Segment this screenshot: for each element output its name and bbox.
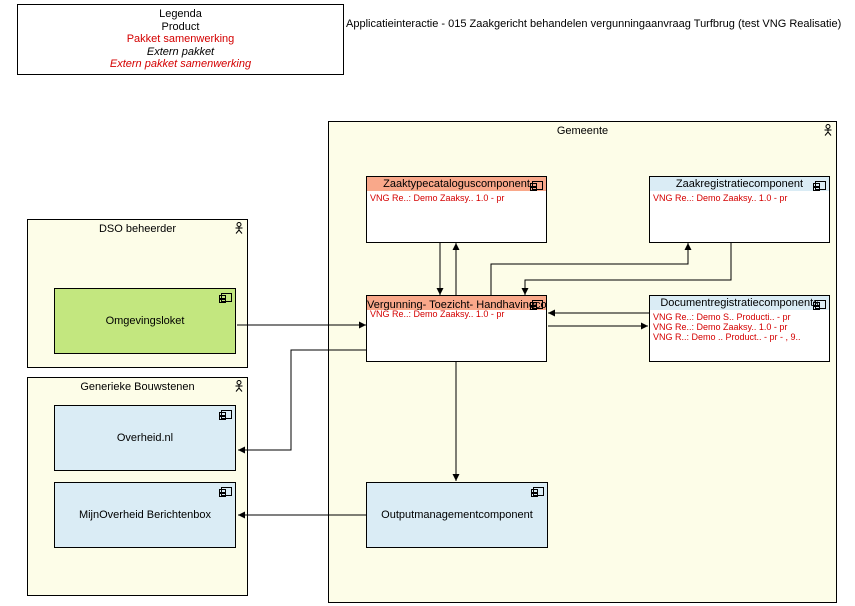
component-outputmanagement[interactable]: Outputmanagementcomponent <box>366 482 548 548</box>
edge-vth-to-zrc <box>490 243 692 295</box>
actor-icon <box>235 222 243 234</box>
component-icon <box>219 410 232 420</box>
component-icon <box>813 181 826 191</box>
actor-icon <box>235 380 243 392</box>
component-zaaktypecatalogus[interactable]: Zaaktypecataloguscomponent VNG Re..: Dem… <box>366 176 547 243</box>
component-vergunning-toezicht-handhaving[interactable]: Vergunning- Toezicht- Handhavingcomponen… <box>366 295 547 362</box>
legend-title: Legenda <box>159 8 202 20</box>
component-title: Outputmanagementcomponent <box>381 509 533 521</box>
legend: Legenda Product Pakket samenwerking Exte… <box>17 4 344 75</box>
component-mijnoverheid-berichtenbox[interactable]: MijnOverheid Berichtenbox <box>54 482 236 548</box>
group-label: Generieke Bouwstenen <box>80 381 195 393</box>
component-icon <box>219 293 232 303</box>
legend-extern-pakket-samenwerking: Extern pakket samenwerking <box>109 58 252 71</box>
group-label: Gemeente <box>556 125 609 137</box>
component-title: MijnOverheid Berichtenbox <box>78 509 212 521</box>
component-icon <box>530 181 543 191</box>
legend-extern-pakket: Extern pakket <box>146 45 215 58</box>
component-title: Omgevingsloket <box>105 315 185 327</box>
component-line: VNG Re..: Demo Zaaksy.. 1.0 - pr <box>370 193 505 203</box>
component-line: VNG Re..: Demo Zaaksy.. 1.0 - pr <box>370 309 505 319</box>
legend-product: Product <box>161 20 200 33</box>
edge-vth-to-overheid <box>238 349 366 454</box>
component-line: VNG Re..: Demo S.. Producti.. - pr <box>653 312 791 322</box>
component-line: VNG R..: Demo .. Product.. - pr - , 9.. <box>653 332 801 342</box>
component-title: Zaaktypecataloguscomponent <box>367 177 546 191</box>
component-icon <box>531 487 544 497</box>
component-title: Zaakregistratiecomponent <box>650 177 829 191</box>
component-omgevingsloket[interactable]: Omgevingsloket <box>54 288 236 354</box>
component-icon <box>813 300 826 310</box>
component-title: Vergunning- Toezicht- Handhavingcomponen… <box>367 296 546 310</box>
diagram-title: Applicatieinteractie - 015 Zaakgericht b… <box>346 18 842 30</box>
edge-zrc-to-vth <box>521 243 732 295</box>
component-line: VNG Re..: Demo Zaaksy.. 1.0 - pr <box>653 322 788 332</box>
component-zaakregistratie[interactable]: Zaakregistratiecomponent VNG Re..: Demo … <box>649 176 830 243</box>
component-overheid-nl[interactable]: Overheid.nl <box>54 405 236 471</box>
component-icon <box>219 487 232 497</box>
actor-icon <box>824 124 832 136</box>
legend-pakket-samenwerking: Pakket samenwerking <box>126 33 235 46</box>
component-icon <box>530 300 543 310</box>
component-documentregistratie[interactable]: Documentregistratiecomponents VNG Re..: … <box>649 295 830 362</box>
component-title: Overheid.nl <box>116 432 174 444</box>
component-title: Documentregistratiecomponents <box>650 296 829 310</box>
group-label: DSO beheerder <box>98 223 177 235</box>
component-line: VNG Re..: Demo Zaaksy.. 1.0 - pr <box>653 193 788 203</box>
